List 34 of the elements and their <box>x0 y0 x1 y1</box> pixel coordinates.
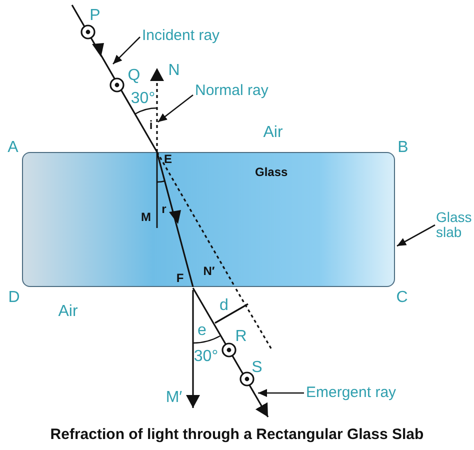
point-label: F <box>176 272 184 284</box>
angle-label: r <box>162 203 166 215</box>
medium-label: Glass <box>255 165 288 179</box>
distance-label: d <box>220 298 228 314</box>
emergent-ray <box>192 288 269 418</box>
angle-label: 30° <box>130 91 156 107</box>
angle-label: e <box>198 323 206 339</box>
leader-line <box>396 224 436 247</box>
point-label: B <box>398 140 408 156</box>
callout-label: Emergent ray <box>306 385 396 402</box>
glass-slab <box>22 152 395 287</box>
point-label: E <box>164 153 172 165</box>
medium-label: Air <box>263 125 283 141</box>
medium-label: Air <box>58 304 78 320</box>
point-label: P <box>90 8 100 24</box>
point-label: M′ <box>166 390 182 406</box>
point-label: Q <box>128 68 140 84</box>
point-label: R <box>235 329 247 345</box>
leader-line <box>258 389 304 397</box>
point-label: A <box>8 140 18 156</box>
leader-line <box>158 94 194 123</box>
point-label: C <box>396 290 408 306</box>
point-label: S <box>252 360 262 376</box>
point-label: N <box>168 63 180 79</box>
angle-label: 30° <box>194 349 218 365</box>
callout-label: Incident ray <box>142 28 220 44</box>
callout-label: Glass slab <box>436 210 474 241</box>
point-label: M <box>141 211 151 223</box>
point-label: N′ <box>203 265 215 277</box>
angle-label: i <box>149 119 153 131</box>
leader-line <box>112 36 140 64</box>
point-label: D <box>8 290 20 306</box>
callout-label: Normal ray <box>195 83 268 100</box>
caption: Refraction of light through a Rectangular Glass Slab <box>49 426 425 443</box>
